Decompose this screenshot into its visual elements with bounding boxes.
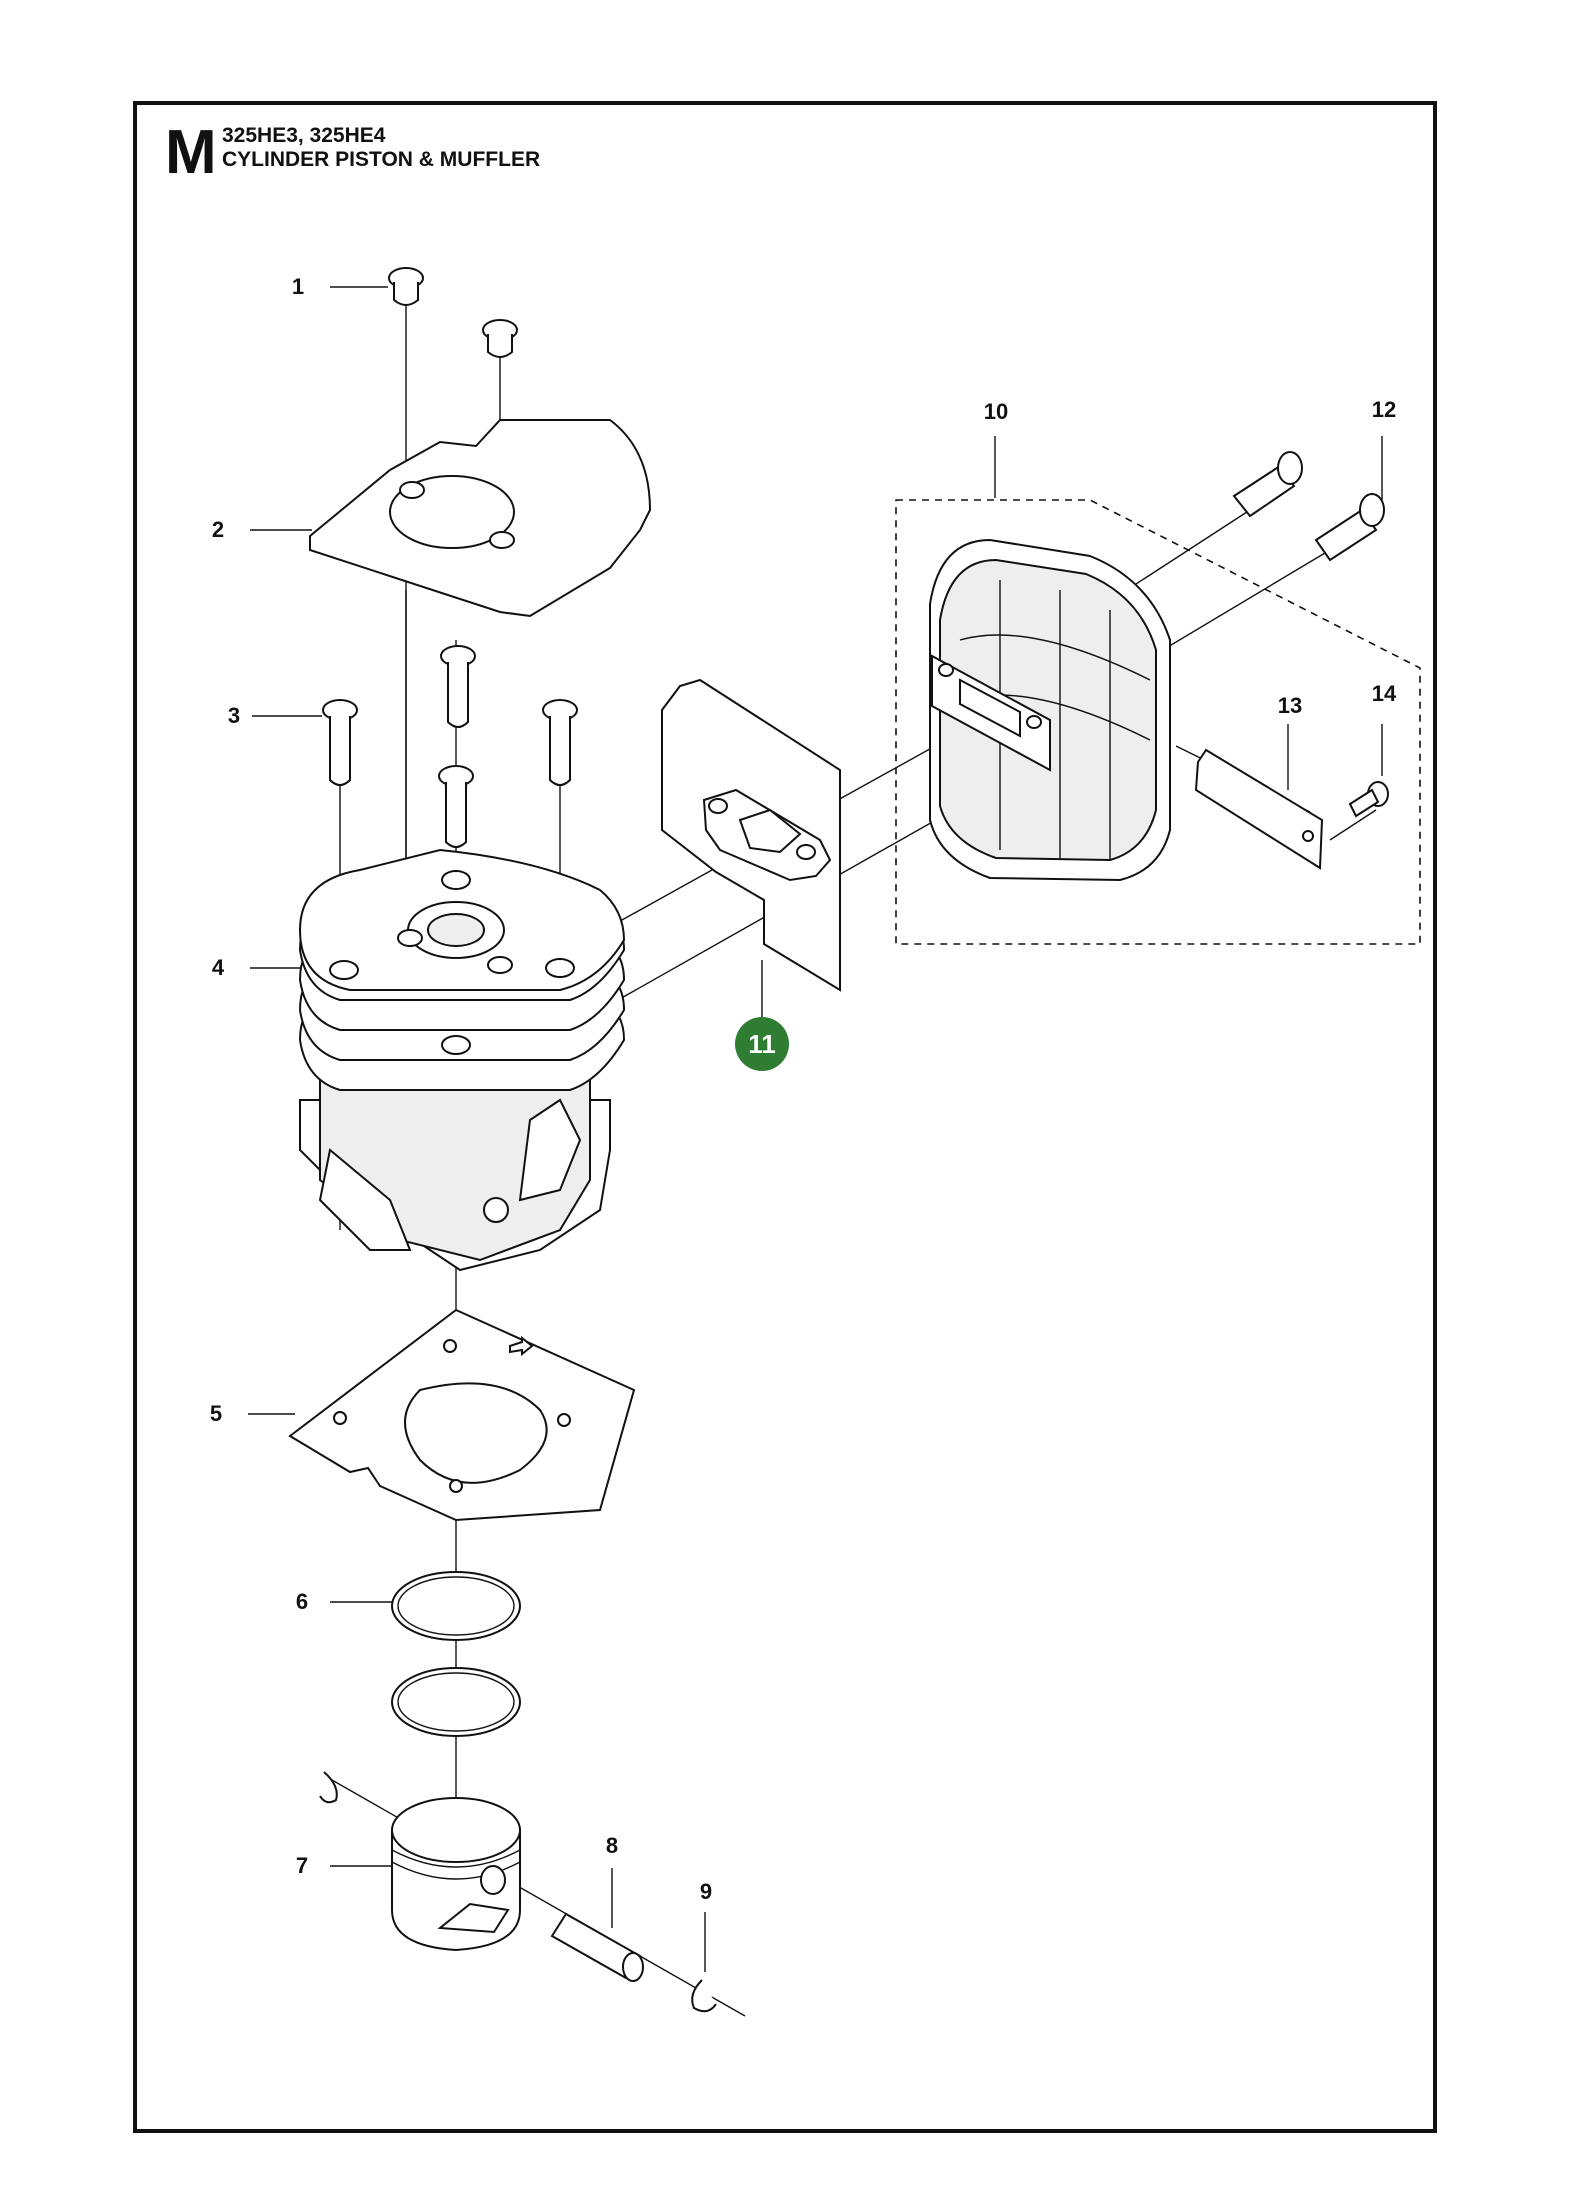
page-frame <box>133 101 1437 2133</box>
callout-6: 6 <box>295 1589 309 1614</box>
screw-top <box>388 267 518 358</box>
callout-9: 9 <box>699 1879 713 1904</box>
leader-lines <box>248 286 1383 1972</box>
callout-13: 13 <box>1277 693 1303 718</box>
callout-8: 8 <box>605 1833 619 1858</box>
heat-shield-plate <box>1194 748 1324 870</box>
piston-pin <box>550 1912 644 1982</box>
plate-screw <box>1348 781 1389 818</box>
callout-5: 5 <box>209 1401 223 1426</box>
callout-1: 1 <box>291 274 305 299</box>
callout-12: 12 <box>1371 397 1397 422</box>
diagram-title: CYLINDER PISTON & MUFFLER <box>222 148 541 171</box>
piston-rings <box>391 1571 521 1737</box>
cylinder-screws <box>322 645 578 848</box>
muffler-body <box>929 538 1171 882</box>
callout-14: 14 <box>1371 681 1397 706</box>
muffler-bolts <box>1232 451 1385 562</box>
callout-3: 3 <box>227 703 241 728</box>
base-gasket <box>288 1308 636 1522</box>
muffler-gasket <box>661 678 841 992</box>
cylinder <box>298 848 626 1272</box>
callout-10: 10 <box>983 399 1009 424</box>
callout-4: 4 <box>211 955 225 980</box>
circlip <box>691 1979 717 2013</box>
section-letter: M <box>165 118 217 187</box>
piston <box>319 1771 521 1952</box>
callout-2: 2 <box>211 517 225 542</box>
callout-7: 7 <box>295 1853 309 1878</box>
title-block: 325HE3, 325HE4 CYLINDER PISTON & MUFFLER <box>222 124 540 172</box>
model-numbers: 325HE3, 325HE4 <box>222 124 386 147</box>
callout-11-highlighted[interactable]: 11 <box>735 1017 789 1071</box>
head-plate <box>309 419 652 618</box>
muffler-group-outline <box>895 499 1421 945</box>
